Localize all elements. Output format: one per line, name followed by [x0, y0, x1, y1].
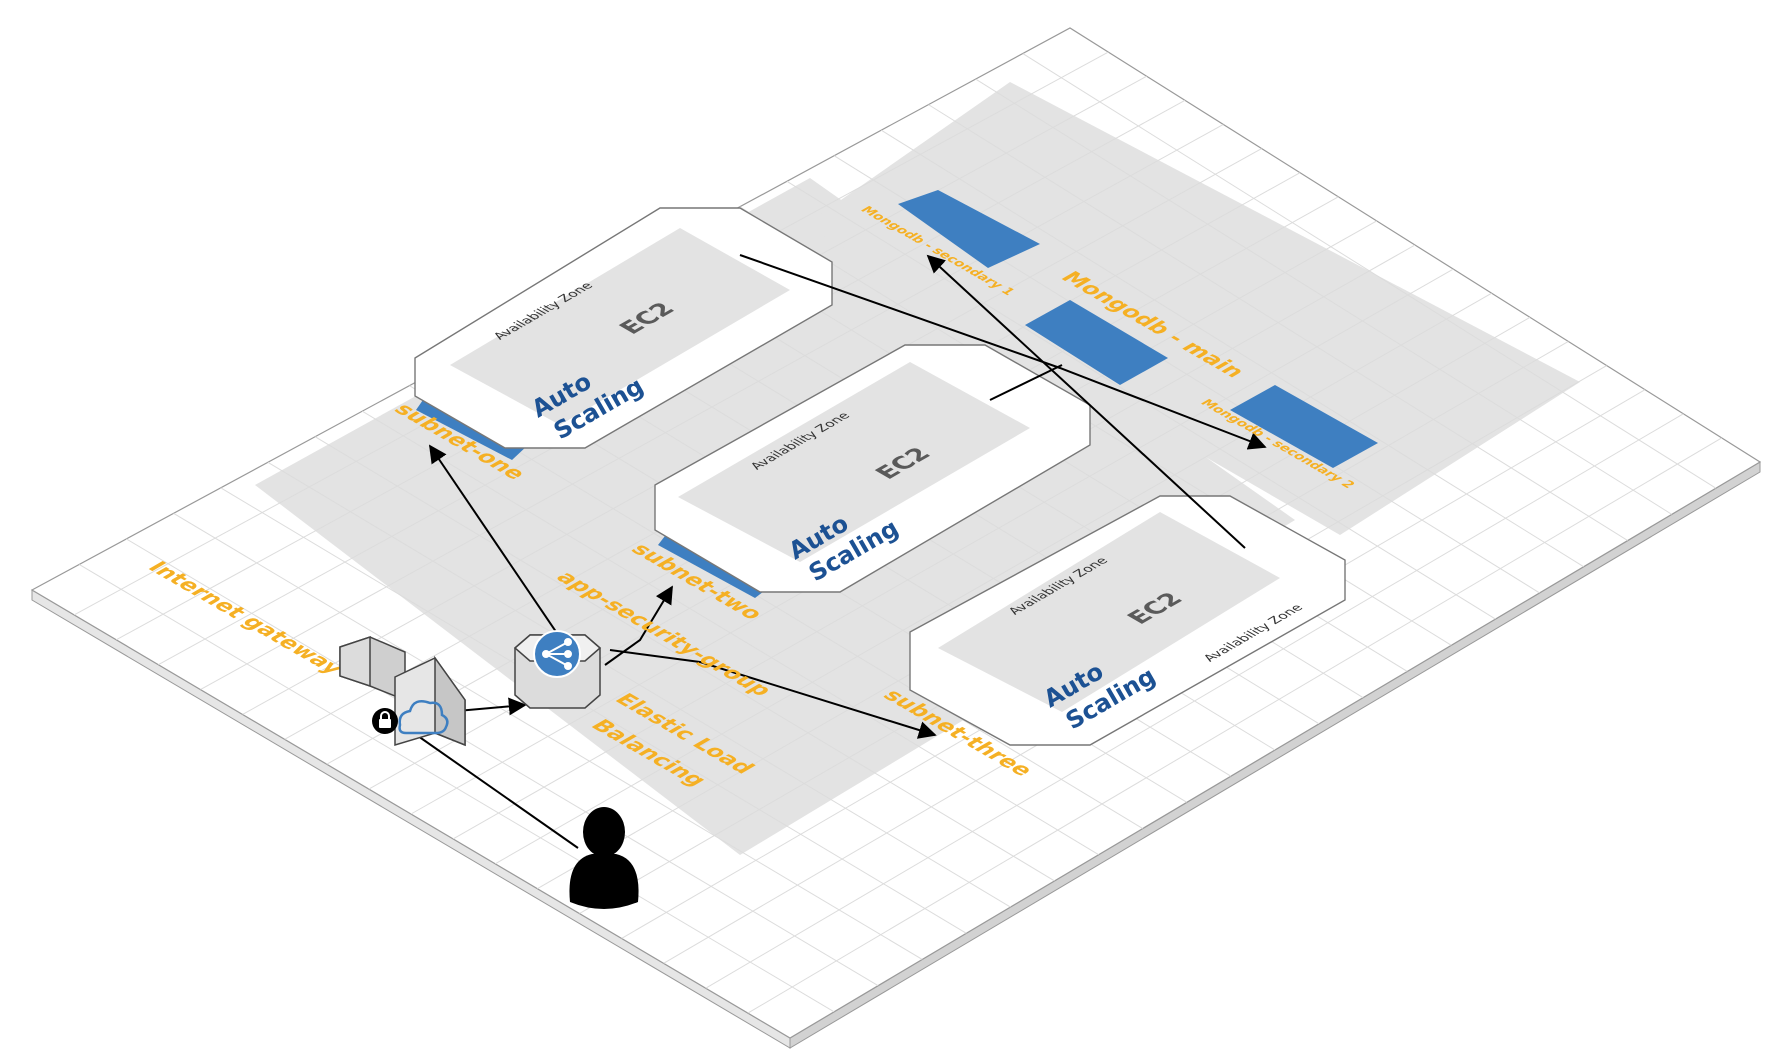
zone2-to-mongodb-main-link [989, 364, 1063, 401]
cloud-icon [398, 700, 449, 735]
load-balancer-icon[interactable] [513, 630, 602, 709]
mongodb-secondary-1-block [898, 190, 1040, 268]
mongodb-blocks [898, 190, 1378, 468]
elb-to-subnet-two-arrow [604, 585, 673, 666]
availability-zone-1 [414, 207, 833, 449]
internet-gateway-icon[interactable] [339, 635, 466, 747]
zone1-to-mongodb-secondary-2-arrow [739, 254, 1267, 450]
user-icon[interactable] [569, 807, 639, 909]
mongodb-secondary-2-block [1230, 385, 1378, 468]
user-to-gateway-link [397, 721, 579, 849]
lock-icon [372, 708, 398, 734]
availability-zone-3 [909, 495, 1346, 746]
connections [397, 254, 1267, 849]
availability-zone-2 [654, 344, 1091, 593]
elb-to-subnet-three-arrow [609, 649, 937, 739]
zone3-to-mongodb-secondary-1-arrow [926, 254, 1246, 549]
mongodb-main-block [1025, 300, 1168, 385]
elb-to-subnet-one-arrow [428, 444, 566, 646]
mongodb-region [805, 82, 1580, 535]
